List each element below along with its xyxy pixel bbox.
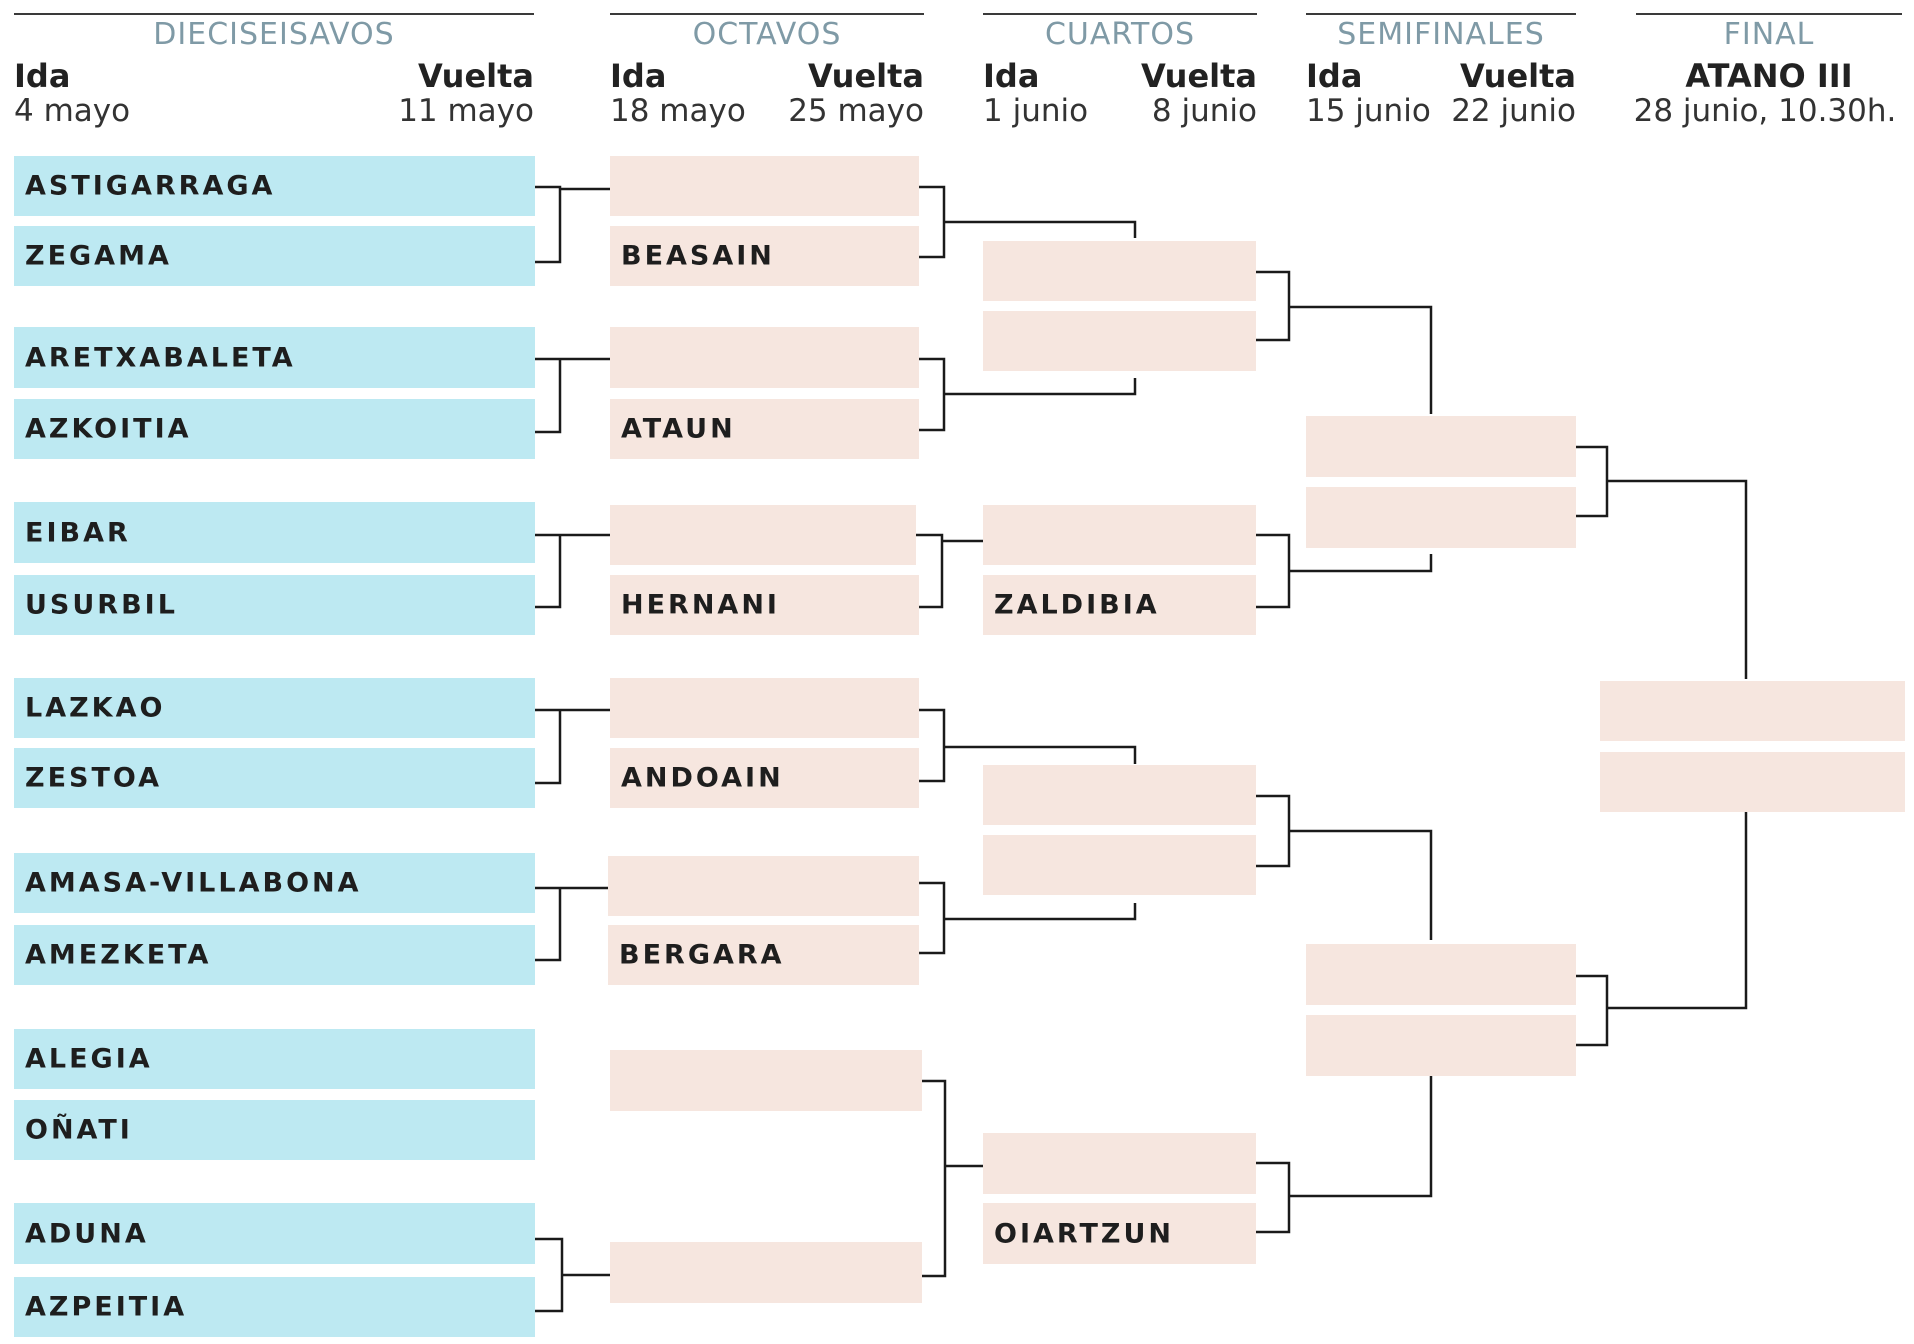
cuartos-slot [983,1133,1256,1194]
octavos-slot [608,856,919,916]
team-name: ATAUN [621,413,736,445]
cuartos-slot [983,505,1256,565]
round-title-final: FINAL [1723,17,1815,52]
final-header-rule [1636,13,1902,15]
dieciseisavos-vuelta-label: Vuelta [418,57,534,95]
semifinales-header-rule [1306,13,1576,15]
dieciseisavos-slot-aduna: ADUNA [14,1203,535,1264]
final-slot [1600,752,1905,812]
team-name: USURBIL [25,589,178,621]
team-name: BEASAIN [621,240,775,272]
round-title-semifinales: SEMIFINALES [1337,17,1545,52]
cuartos-ida-date: 1 junio [983,93,1089,129]
cuartos-slot [983,765,1256,825]
final-slot [1600,681,1905,741]
octavos-slot [610,678,919,738]
dieciseisavos-slot-eibar: EIBAR [14,502,535,563]
dieciseisavos-slot-onati: OÑATI [14,1100,535,1160]
team-name: ALEGIA [25,1043,153,1075]
team-name: LAZKAO [25,692,166,724]
team-name: BERGARA [619,939,785,971]
team-name: EIBAR [25,517,131,548]
octavos-ida-label: Ida [610,57,667,95]
dieciseisavos-ida-label: Ida [14,57,71,95]
octavos-slot-beasain: BEASAIN [610,226,919,286]
semifinales-vuelta-label: Vuelta [1460,57,1576,95]
dieciseisavos-slot-zestoa: ZESTOA [14,748,535,808]
round-title-octavos: OCTAVOS [692,17,842,52]
octavos-header-rule [610,13,924,15]
dieciseisavos-slot-azkoitia: AZKOITIA [14,399,535,459]
dieciseisavos-slot-amezketa: AMEZKETA [14,925,535,985]
cuartos-slot-zaldibia: ZALDIBIA [983,575,1256,635]
round-title-dieciseisavos: DIECISEISAVOS [153,17,395,52]
cuartos-vuelta-date: 8 junio [1151,93,1257,129]
final-date: 28 junio, 10.30h. [1633,93,1897,129]
dieciseisavos-slot-alegia: ALEGIA [14,1029,535,1089]
dieciseisavos-slot-zegama: ZEGAMA [14,226,535,286]
semifinales-slot [1306,487,1576,548]
octavos-slot-ataun: ATAUN [610,399,919,459]
dieciseisavos-slot-amasa-villabona: AMASA-VILLABONA [14,853,535,913]
semifinales-slot [1306,416,1576,477]
semifinales-slot [1306,944,1576,1005]
team-name: AZPEITIA [25,1291,188,1323]
semifinales-slot [1306,1015,1576,1076]
dieciseisavos-ida-date: 4 mayo [14,93,131,129]
octavos-slot-bergara: BERGARA [608,925,919,985]
cuartos-slot [983,311,1256,371]
semifinales-ida-label: Ida [1306,57,1363,95]
team-name: ARETXABALETA [25,342,296,373]
team-name: ASTIGARRAGA [25,170,276,202]
octavos-vuelta-date: 25 mayo [788,93,924,129]
cuartos-vuelta-label: Vuelta [1141,57,1257,95]
octavos-ida-date: 18 mayo [610,93,746,129]
octavos-slot-andoain: ANDOAIN [610,748,919,808]
team-name: ZALDIBIA [994,589,1160,621]
octavos-slot [610,1242,922,1303]
cuartos-header-rule [983,13,1257,15]
octavos-slot [610,1050,922,1111]
octavos-slot [610,327,919,388]
final-venue: ATANO III [1685,57,1853,95]
team-name: ZESTOA [25,762,163,794]
team-name: ADUNA [25,1218,149,1249]
dieciseisavos-slot-azpeitia: AZPEITIA [14,1277,535,1337]
round-title-cuartos: CUARTOS [1044,17,1196,52]
dieciseisavos-vuelta-date: 11 mayo [398,93,534,129]
dieciseisavos-slot-usurbil: USURBIL [14,575,535,635]
team-name: HERNANI [621,589,780,621]
team-name: AMASA-VILLABONA [25,867,362,899]
cuartos-slot [983,835,1256,895]
dieciseisavos-slot-lazkao: LAZKAO [14,678,535,738]
team-name: ZEGAMA [25,240,172,272]
team-name: OIARTZUN [994,1218,1174,1249]
team-name: OÑATI [25,1114,133,1146]
octavos-slot [610,505,916,565]
dieciseisavos-header-rule [14,13,534,15]
octavos-vuelta-label: Vuelta [808,57,924,95]
dieciseisavos-slot-aretxabaleta: ARETXABALETA [14,327,535,388]
dieciseisavos-slot-astigarraga: ASTIGARRAGA [14,156,535,216]
semifinales-vuelta-date: 22 junio [1451,93,1576,129]
cuartos-ida-label: Ida [983,57,1040,95]
team-name: ANDOAIN [621,762,784,794]
team-name: AZKOITIA [25,413,192,445]
octavos-slot [610,156,919,216]
semifinales-ida-date: 15 junio [1306,93,1431,129]
team-name: AMEZKETA [25,939,212,971]
cuartos-slot-oiartzun: OIARTZUN [983,1203,1256,1264]
cuartos-slot [983,241,1256,301]
octavos-slot-hernani: HERNANI [610,575,919,635]
